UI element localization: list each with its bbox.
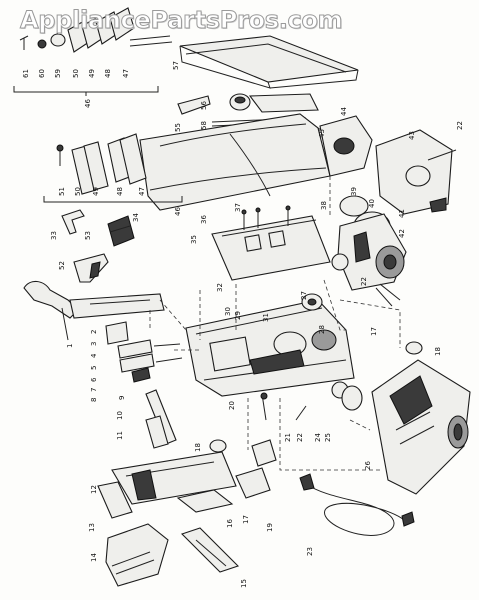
callout-39: 39 [350,187,358,196]
callout-2: 2 [90,330,98,334]
callout-38: 38 [320,201,328,210]
base-plate [97,439,277,519]
callout-5: 5 [90,366,98,370]
callout-50: 50 [72,69,80,78]
small-parts-column [105,321,183,449]
callout-26: 26 [364,461,372,470]
callout-15: 15 [240,579,248,588]
motor-assembly [331,195,407,307]
callout-9: 9 [118,396,126,400]
callout-60: 60 [38,69,46,78]
assembly-guide-lines [149,176,401,471]
callout-19: 19 [266,523,274,532]
brush-roll-parts [105,523,240,587]
power-nozzle [371,341,471,495]
power-cord [299,473,415,536]
callout-47-b: 47 [138,187,146,196]
callout-49-b: 49 [92,187,100,196]
callout-14: 14 [90,553,98,562]
callout-45: 45 [318,129,326,138]
callout-35: 35 [190,235,198,244]
callout-17-right: 17 [370,327,378,336]
callout-10: 10 [116,411,124,420]
callout-1: 1 [66,344,74,348]
callout-16: 16 [226,519,234,528]
bag-filter-assembly [13,7,173,96]
callout-29: 29 [234,311,242,320]
callout-46-b: 46 [174,207,182,216]
callout-20: 20 [228,401,236,410]
callout-58: 58 [200,121,208,130]
callout-33: 33 [50,231,58,240]
callout-41: 41 [398,209,406,218]
callout-21: 21 [284,433,292,442]
callout-8: 8 [90,398,98,402]
callout-25: 25 [324,433,332,442]
bag-clamp-parts [177,93,319,127]
callout-40: 40 [368,199,376,208]
callout-6: 6 [90,377,98,382]
watermark: AppliancePartsPros.com [20,6,344,35]
callout-32: 32 [216,283,224,292]
callout-27: 27 [300,291,308,300]
callout-28: 28 [318,325,326,334]
callout-18: 18 [194,443,202,452]
callout-43: 43 [408,131,416,140]
outer-bag-housing [139,113,331,211]
callout-3: 3 [90,342,98,346]
callout-51: 51 [58,187,66,196]
disposable-bag [179,35,359,89]
callout-56: 56 [200,101,208,110]
callout-24: 24 [314,433,322,442]
callout-4: 4 [90,353,98,358]
callout-labels: 61 60 59 50 49 48 47 46 57 55 56 58 45 4… [22,61,464,588]
handle [23,280,165,341]
callout-42: 42 [398,229,406,238]
left-small-parts [61,209,135,283]
callout-49: 49 [88,69,96,78]
callout-22-right: 22 [360,277,368,286]
callout-30: 30 [224,307,232,316]
callout-31: 31 [262,313,270,322]
handle-bracket-plate [211,205,331,281]
motor-cover [319,115,457,215]
callout-53: 53 [84,231,92,240]
callout-48: 48 [104,69,112,78]
callout-13: 13 [88,523,96,532]
callout-12: 12 [90,485,98,494]
callout-11: 11 [116,431,124,440]
callout-46: 46 [84,99,92,108]
callout-61: 61 [22,69,30,78]
callout-22-top: 22 [456,121,464,130]
callout-17: 17 [242,515,250,524]
callout-23: 23 [306,547,314,556]
callout-34-top: 34 [132,213,140,222]
callout-47: 47 [122,69,130,78]
callout-50-b: 50 [74,187,82,196]
callout-37: 37 [234,203,242,212]
callout-55: 55 [174,123,182,132]
callout-7: 7 [90,388,98,392]
inner-filter-stack [43,133,183,203]
callout-57: 57 [172,61,180,70]
callout-36: 36 [200,215,208,224]
callout-44: 44 [340,107,348,116]
callout-18-right: 18 [434,347,442,356]
main-chassis [185,293,363,421]
callout-59: 59 [54,69,62,78]
callout-48-b: 48 [116,187,124,196]
callout-52: 52 [58,261,66,270]
callout-22: 22 [296,433,304,442]
